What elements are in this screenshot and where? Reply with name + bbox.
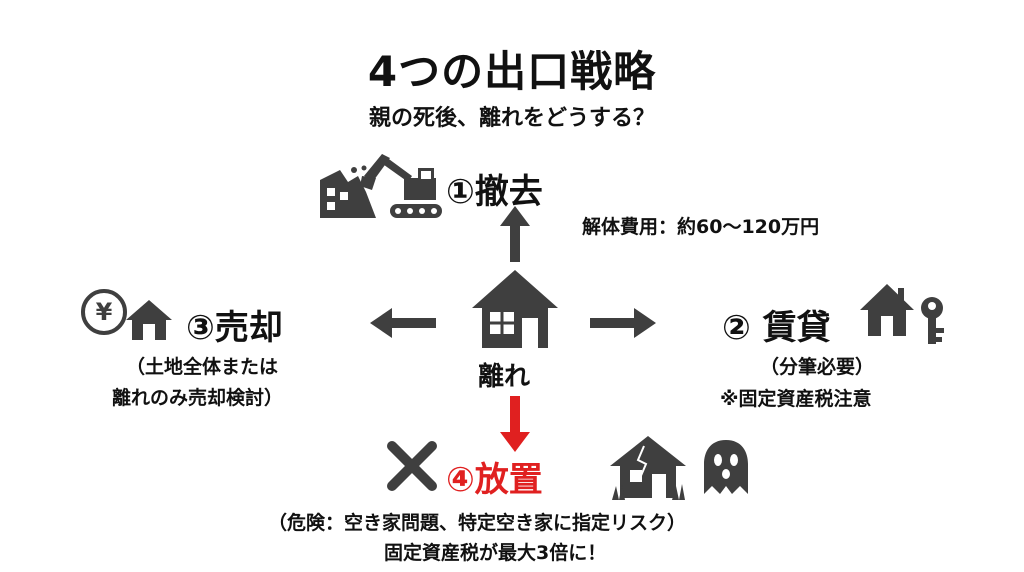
house-icon (860, 284, 914, 336)
arrow-left (370, 308, 436, 338)
svg-text:¥: ¥ (96, 298, 113, 326)
arrow-right (590, 308, 656, 338)
option-neglect-label: ④放置 (446, 460, 543, 500)
house-icon (126, 300, 172, 340)
excavator-icon (360, 154, 442, 218)
option-rent-note-1: （分筆必要） (760, 356, 875, 378)
arrow-down-red (500, 396, 530, 452)
option-neglect-note-1: （危険：空き家問題、特定空き家に指定リスク） (268, 512, 687, 534)
option-demolish-label: ①撤去 (446, 172, 543, 212)
center-label: 離れ (478, 362, 531, 392)
yen-coin-icon: ¥ (81, 289, 127, 335)
page-subtitle: 親の死後、離れをどうする？ (368, 106, 655, 131)
option-demolish-note: 解体費用：約60〜120万円 (582, 216, 820, 238)
option-sell-note-2: 離れのみ売却検討） (112, 387, 284, 409)
ghost-icon (704, 440, 748, 494)
house-icon (472, 270, 558, 348)
arrow-up (500, 206, 530, 262)
demolished-building-icon (320, 165, 376, 218)
option-rent-label: ② 賃貸 (722, 308, 831, 348)
option-rent-note-2: ※固定資産税注意 (720, 388, 872, 410)
key-icon (921, 297, 944, 344)
option-sell-label: ③売却 (186, 308, 283, 348)
page-title: 4つの出口戦略 (367, 47, 657, 96)
haunted-house-icon (610, 436, 686, 500)
cross-icon (387, 441, 437, 491)
option-neglect-note-2: 固定資産税が最大3倍に！ (384, 542, 607, 564)
option-sell-note-1: （土地全体または (126, 356, 279, 378)
